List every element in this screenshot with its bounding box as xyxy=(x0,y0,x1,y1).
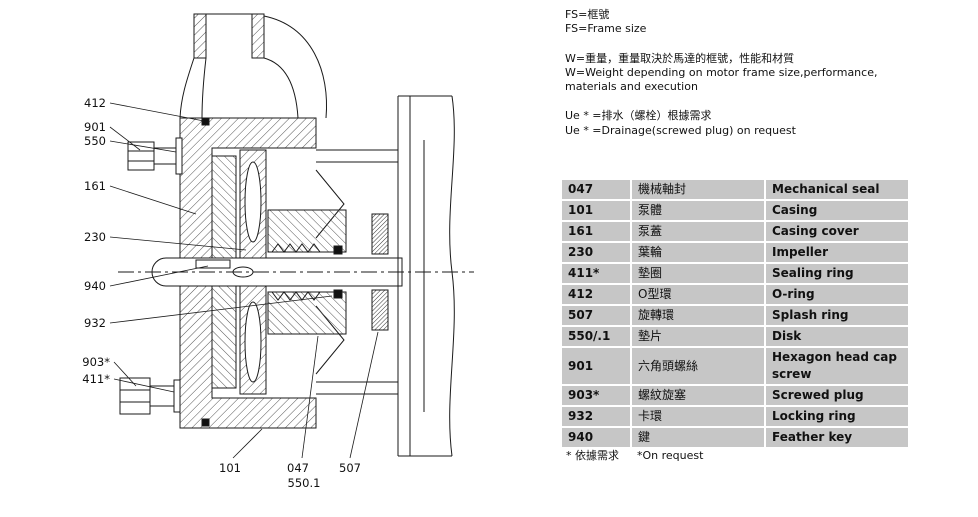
note-fs-en: FS=Frame size xyxy=(565,22,647,36)
shaft xyxy=(151,257,403,287)
note-ue-en: Ue * =Drainage(screwed plug) on request xyxy=(565,123,796,137)
callout-550-1: 550.1 xyxy=(288,476,321,490)
footnote-en: *On request xyxy=(637,449,704,462)
note-weight: W=重量，重量取決於馬達的框號，性能和材質 W=Weight depending… xyxy=(565,52,901,95)
part-name-zh: 泵蓋 xyxy=(630,222,764,241)
callout-903: 903* xyxy=(82,355,110,369)
part-name-zh: 葉輪 xyxy=(630,243,764,262)
locking-ring-bottom xyxy=(333,289,343,299)
part-number: 047 xyxy=(562,180,630,199)
table-row: 161 泵蓋 Casing cover xyxy=(562,222,908,241)
part-number: 940 xyxy=(562,428,630,447)
callout-411: 411* xyxy=(82,372,110,386)
feather-key xyxy=(195,259,231,269)
note-w-en: W=Weight depending on motor frame size,p… xyxy=(565,65,878,94)
table-row: 412 O型環 O-ring xyxy=(562,285,908,304)
part-number: 901 xyxy=(562,348,630,384)
callout-101: 101 xyxy=(219,461,241,475)
part-name-zh: 旋轉環 xyxy=(630,306,764,325)
callout-412: 412 xyxy=(84,96,106,110)
part-number: 932 xyxy=(562,407,630,426)
part-name-zh: 墊片 xyxy=(630,327,764,346)
splash-ring-bottom xyxy=(371,289,389,331)
suction-nozzle xyxy=(179,13,328,119)
part-name-en: Locking ring xyxy=(764,407,908,426)
part-name-en: Impeller xyxy=(764,243,908,262)
part-name-en: Casing cover xyxy=(764,222,908,241)
table-row: 550/.1 墊片 Disk xyxy=(562,327,908,346)
part-name-zh: 機械軸封 xyxy=(630,180,764,199)
callout-230: 230 xyxy=(84,230,106,244)
part-name-zh: 墊圈 xyxy=(630,264,764,283)
table-row: 903* 螺紋旋塞 Screwed plug xyxy=(562,386,908,405)
part-name-en: Feather key xyxy=(764,428,908,447)
part-number: 507 xyxy=(562,306,630,325)
sealing-ring xyxy=(173,379,181,413)
part-number: 412 xyxy=(562,285,630,304)
pump-cross-section-drawing: 412 901 550 161 230 940 932 903* 411* 10… xyxy=(82,13,474,490)
locking-ring-top xyxy=(333,245,343,255)
table-row: 901 六角頭螺絲 Hexagon head cap screw xyxy=(562,348,908,384)
part-name-en: Casing xyxy=(764,201,908,220)
callout-507: 507 xyxy=(339,461,361,475)
note-drainage: Ue * =排水（螺栓）根據需求 Ue * =Drainage(screwed … xyxy=(565,109,901,138)
table-row: 507 旋轉環 Splash ring xyxy=(562,306,908,325)
table-row: 411* 墊圈 Sealing ring xyxy=(562,264,908,283)
part-number: 903* xyxy=(562,386,630,405)
callout-940: 940 xyxy=(84,279,106,293)
callout-047: 047 xyxy=(287,461,309,475)
part-name-zh: O型環 xyxy=(630,285,764,304)
callout-901: 901 xyxy=(84,120,106,134)
callout-932: 932 xyxy=(84,316,106,330)
table-row: 940 鍵 Feather key xyxy=(562,428,908,447)
part-number: 411* xyxy=(562,264,630,283)
callout-550: 550 xyxy=(84,134,106,148)
motor-flange xyxy=(397,95,455,457)
o-ring-top xyxy=(201,117,210,126)
part-name-en: Sealing ring xyxy=(764,264,908,283)
part-name-zh: 六角頭螺絲 xyxy=(630,348,764,384)
table-row: 047 機械軸封 Mechanical seal xyxy=(562,180,908,199)
note-w-zh: W=重量，重量取決於馬達的框號，性能和材質 xyxy=(565,51,795,65)
part-name-en: Screwed plug xyxy=(764,386,908,405)
part-number: 161 xyxy=(562,222,630,241)
o-ring-bottom xyxy=(201,418,210,427)
part-name-zh: 泵體 xyxy=(630,201,764,220)
part-number: 550/.1 xyxy=(562,327,630,346)
part-name-zh: 鍵 xyxy=(630,428,764,447)
part-number: 101 xyxy=(562,201,630,220)
part-number: 230 xyxy=(562,243,630,262)
note-ue-zh: Ue * =排水（螺栓）根據需求 xyxy=(565,109,712,123)
part-name-zh: 螺紋旋塞 xyxy=(630,386,764,405)
part-name-zh: 卡環 xyxy=(630,407,764,426)
footnote: * 依據需求 *On request xyxy=(566,447,721,463)
part-name-en: Splash ring xyxy=(764,306,908,325)
part-name-en: Mechanical seal xyxy=(764,180,908,199)
disk-washer xyxy=(175,137,183,175)
mechanical-seal xyxy=(267,209,347,335)
table-row: 101 泵體 Casing xyxy=(562,201,908,220)
hex-head-cap-screw xyxy=(127,137,183,175)
part-name-en: O-ring xyxy=(764,285,908,304)
part-name-en: Hexagon head cap screw xyxy=(764,348,908,384)
parts-table: 047 機械軸封 Mechanical seal 101 泵體 Casing 1… xyxy=(562,178,908,449)
part-name-en: Disk xyxy=(764,327,908,346)
note-frame-size: FS=框號 FS=Frame size xyxy=(565,8,901,37)
screwed-plug xyxy=(119,377,181,415)
callout-161: 161 xyxy=(84,179,106,193)
note-fs-zh: FS=框號 xyxy=(565,8,610,21)
footnote-zh: * 依據需求 xyxy=(566,449,619,462)
splash-ring-top xyxy=(371,213,389,255)
leader-lines xyxy=(109,102,379,459)
table-row: 932 卡環 Locking ring xyxy=(562,407,908,426)
table-row: 230 葉輪 Impeller xyxy=(562,243,908,262)
legend-notes: FS=框號 FS=Frame size W=重量，重量取決於馬達的框號，性能和材… xyxy=(565,8,901,153)
